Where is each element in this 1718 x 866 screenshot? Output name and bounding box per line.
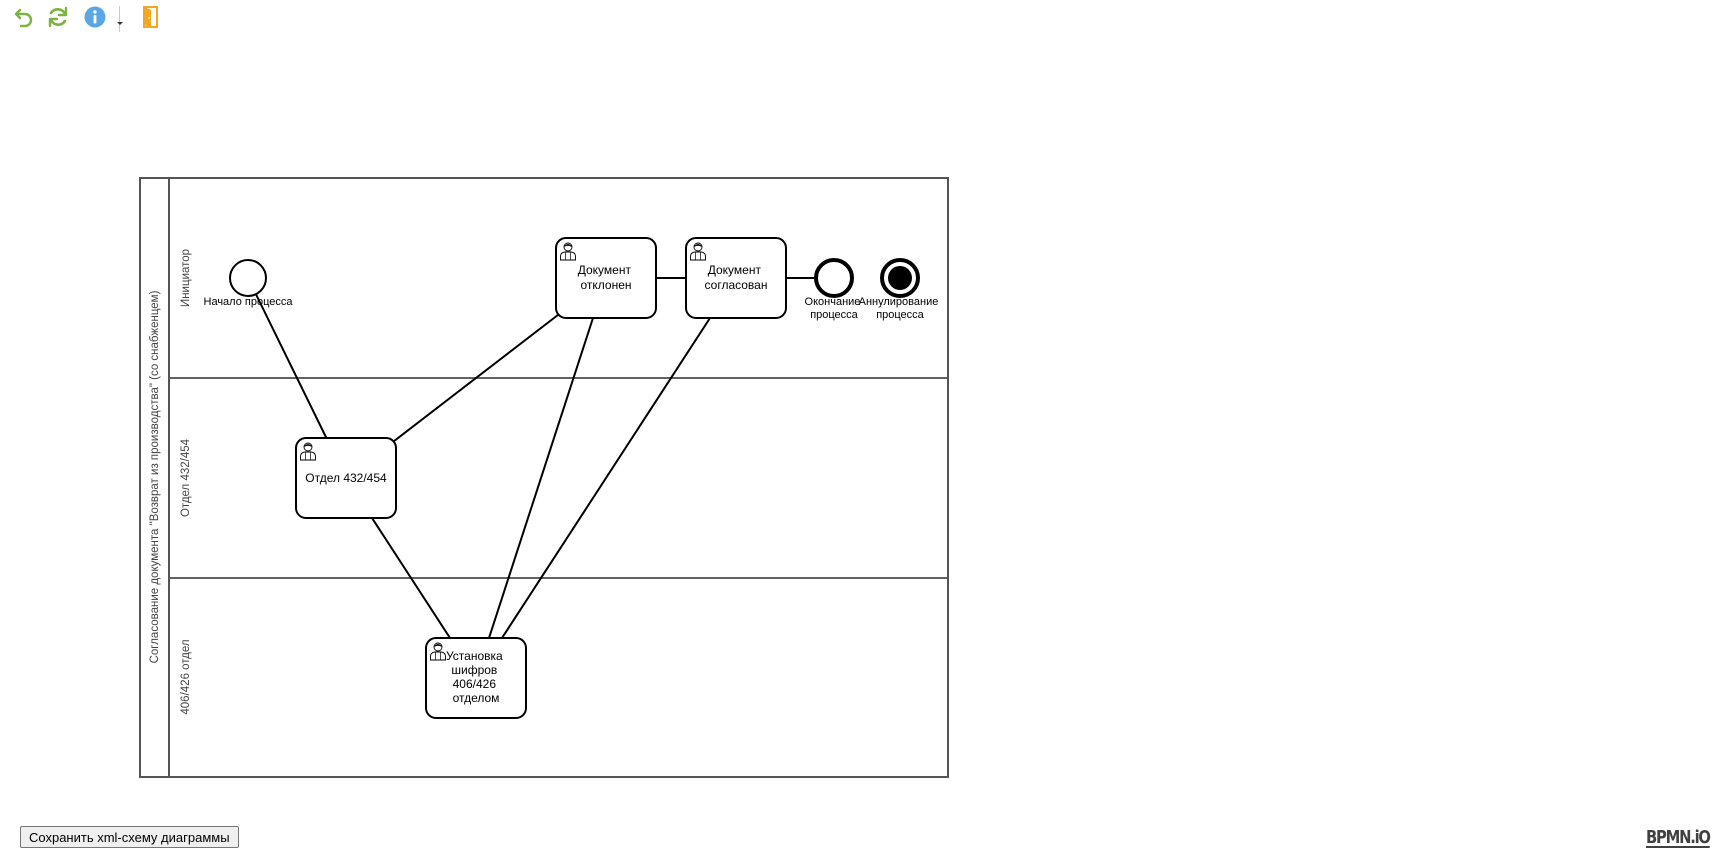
task-document-rejected[interactable]: Документ отклонен	[555, 237, 657, 319]
svg-text:Аннулирование процесса: Аннулирование процесса	[859, 296, 942, 321]
cancel-event-label-line: процесса	[876, 309, 924, 321]
refresh-icon[interactable]	[45, 4, 71, 30]
task-label-line: согласован	[705, 278, 768, 292]
task-label-line: шифров	[451, 663, 497, 677]
task-label-line: Документ	[578, 263, 632, 277]
task-label-line: Установка	[446, 649, 503, 663]
end-event[interactable]: Окончание процесса	[805, 258, 864, 321]
svg-text:Документ согласован: Документ согласован	[705, 263, 768, 292]
pool-label: Согласование документа "Возврат из произ…	[149, 290, 161, 663]
end-event-label-line: процесса	[810, 309, 858, 321]
end-event-label-line: Окончание	[805, 296, 861, 308]
svg-text:Установка шифров 4: Установка шифров 406/426 отделом	[446, 649, 506, 705]
svg-text:Отдел 432/454: Отдел 432/454	[305, 471, 387, 485]
task-dept-432-454[interactable]: Отдел 432/454	[295, 437, 397, 519]
cancel-end-event[interactable]: Аннулирование процесса	[859, 258, 942, 321]
info-icon[interactable]	[83, 4, 109, 30]
task-label-line: 406/426	[453, 677, 497, 691]
task-document-approved[interactable]: Документ согласован	[685, 237, 787, 319]
lane-label: Отдел 432/454	[180, 438, 192, 517]
task-label-line: отклонен	[580, 278, 631, 292]
svg-text:Документ отклонен: Документ отклонен	[578, 263, 635, 292]
exit-door-icon[interactable]	[138, 4, 164, 30]
task-label-line: Отдел 432/454	[305, 471, 387, 485]
toolbar-separator	[119, 6, 120, 32]
flow-ciphers-to-approved	[475, 277, 737, 679]
task-label-line: Документ	[708, 263, 762, 277]
dropdown-caret-icon[interactable]	[112, 4, 126, 30]
task-install-ciphers[interactable]: Установка шифров 406/426 отделом	[425, 637, 527, 719]
undo-arrow-icon[interactable]	[12, 4, 38, 30]
lane-dept-406-426[interactable]: 406/426 отдел	[168, 577, 949, 778]
cancel-event-label-line: Аннулирование	[859, 296, 939, 308]
lane-label: Инициатор	[180, 249, 192, 307]
svg-text:Окончание процесса: Окончание процесса	[805, 296, 864, 321]
lane-label: 406/426 отдел	[180, 639, 192, 714]
start-event-label: Начало процесса	[204, 296, 294, 308]
save-xml-button[interactable]: Сохранить xml-схему диаграммы	[20, 826, 239, 848]
flow-ciphers-to-rejected	[475, 277, 607, 679]
bpmn-io-logo[interactable]: BPMN.iO	[1646, 827, 1711, 848]
task-label-line: отделом	[453, 691, 500, 705]
start-event[interactable]: Начало процесса	[204, 259, 294, 308]
